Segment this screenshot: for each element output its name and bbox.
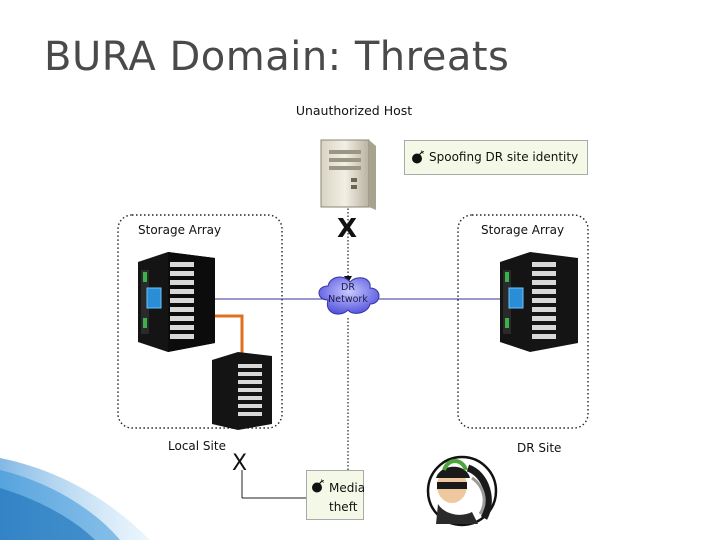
spoofing-callout: Spoofing DR site identity <box>404 140 588 175</box>
bomb-icon <box>312 479 325 493</box>
tape-library-icon <box>212 352 272 430</box>
local-site-label: Local Site <box>168 439 226 453</box>
dr-network-label: DR Network <box>320 282 376 306</box>
dr-site-label: DR Site <box>517 441 562 455</box>
storage-array-icon <box>138 252 215 352</box>
bomb-icon <box>412 150 425 164</box>
slide-title: BURA Domain: Threats <box>44 34 510 80</box>
server-tower-icon <box>320 139 376 210</box>
x-top-mark: X <box>337 214 358 244</box>
x-bottom-mark: X <box>232 451 248 476</box>
dr-network-label-line1: DR <box>341 282 355 293</box>
unauthorized-host-label: Unauthorized Host <box>295 103 413 118</box>
local-site-boundary <box>117 214 283 429</box>
media-theft-line1: Media <box>329 481 366 495</box>
media-theft-line2: theft <box>329 500 358 514</box>
storage-array-right-label: Storage Array <box>481 223 565 237</box>
media-theft-callout: Media theft <box>306 470 365 520</box>
storage-array-icon <box>500 252 578 352</box>
media-theft-callout-text: Media theft <box>329 479 365 517</box>
spoofing-callout-text: Spoofing DR site identity <box>429 150 579 164</box>
dr-site-boundary <box>457 214 589 429</box>
storage-array-left-label: Storage Array <box>138 223 222 237</box>
network-cloud-icon <box>318 276 380 315</box>
dr-network-label-line2: Network <box>328 294 368 305</box>
thief-icon <box>426 455 498 527</box>
decorative-stripes <box>0 458 150 540</box>
